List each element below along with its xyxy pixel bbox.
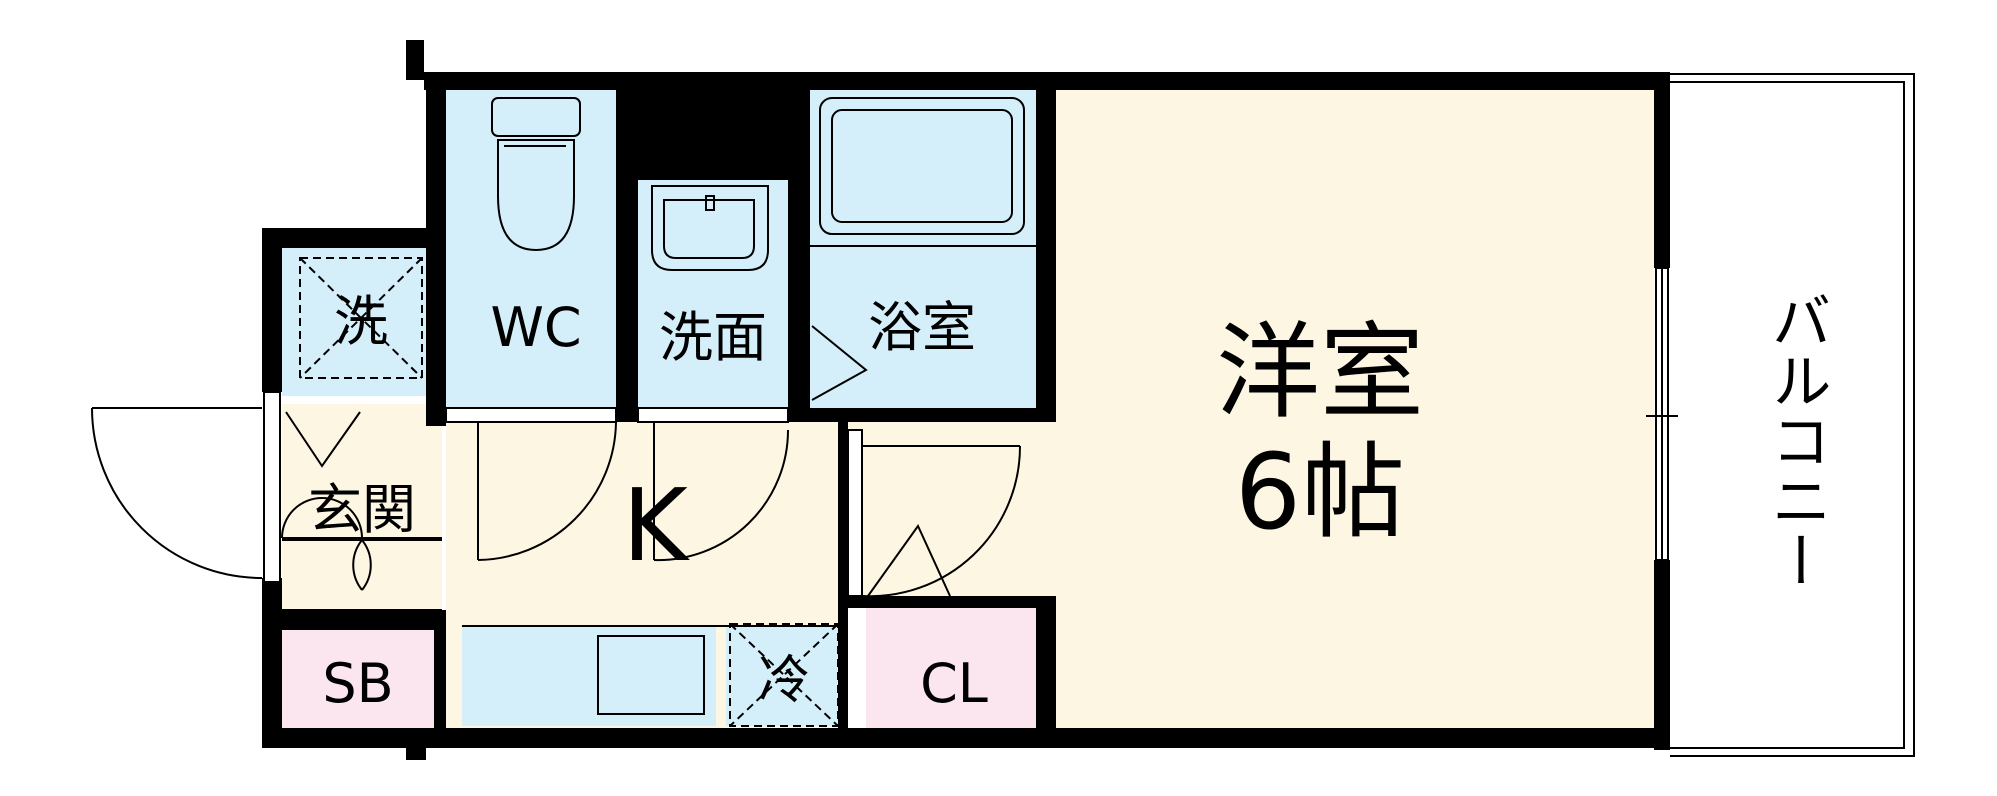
closet-floor bbox=[866, 608, 1044, 728]
washroom-label: 洗面 bbox=[659, 306, 767, 369]
entrance-floor bbox=[282, 404, 442, 620]
closet-corridor-floor bbox=[848, 418, 1056, 598]
bath-label: 浴室 bbox=[868, 296, 976, 359]
walls bbox=[262, 40, 1670, 760]
balcony-label: バルコニー bbox=[1761, 290, 1831, 590]
shoe-box-label: SB bbox=[322, 652, 393, 715]
western-room-floor bbox=[1052, 90, 1654, 728]
western-room-size: 6帖 bbox=[1235, 431, 1405, 553]
entrance-label: 玄関 bbox=[308, 478, 416, 541]
fixtures bbox=[91, 73, 1915, 757]
western-room-label: 洋室 bbox=[1216, 311, 1424, 433]
kitchen-counter bbox=[462, 626, 716, 726]
kitchen-label: K bbox=[622, 467, 690, 584]
laundry-label: 洗 bbox=[334, 290, 388, 353]
washroom-floor bbox=[638, 180, 788, 408]
shoe-box-floor bbox=[282, 630, 434, 728]
fridge-label: 冷 bbox=[758, 651, 810, 711]
closet-label: CL bbox=[920, 652, 988, 715]
bath-floor bbox=[810, 90, 1054, 408]
wc-label: WC bbox=[490, 296, 581, 359]
